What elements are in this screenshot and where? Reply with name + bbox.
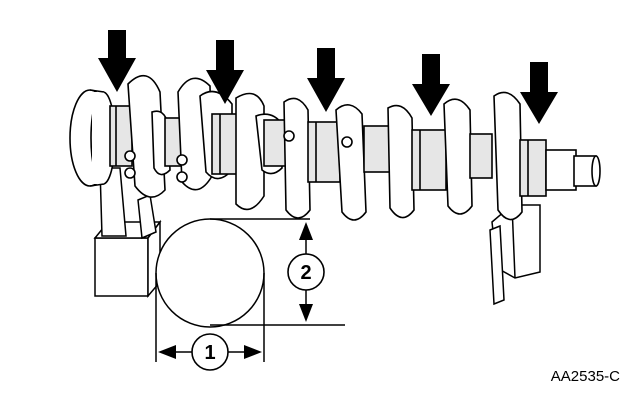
svg-text:1: 1 <box>204 342 215 364</box>
down-arrow-icon <box>520 62 558 124</box>
down-arrow-icon <box>412 54 450 116</box>
crankshaft <box>69 74 601 221</box>
right-v-block <box>489 204 541 306</box>
callout-2: 2 <box>287 253 325 291</box>
callout-1: 1 <box>191 333 229 371</box>
reference-code: AA2535-C <box>551 368 620 385</box>
down-arrow-icon <box>307 48 345 112</box>
journal-arrows <box>98 30 558 124</box>
down-arrow-icon <box>206 40 244 104</box>
down-arrow-icon <box>98 30 136 92</box>
journal-section-circle <box>155 218 265 328</box>
svg-text:2: 2 <box>300 262 311 284</box>
measurement-detail <box>155 218 345 362</box>
